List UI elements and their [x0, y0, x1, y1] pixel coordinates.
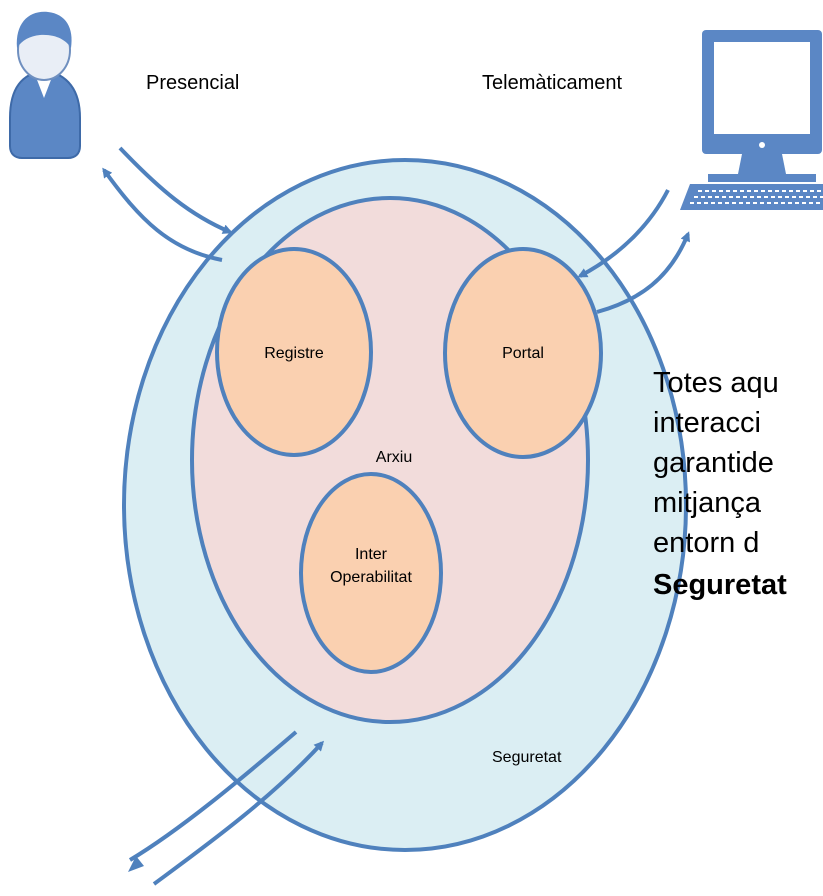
portal-module [443, 247, 603, 459]
arrow-presencial-out [102, 167, 223, 262]
arrow-bottom-in [128, 730, 298, 862]
arrow-bottom-head [128, 856, 144, 872]
presencial-label: Presencial [146, 72, 239, 94]
note-line-1: Totes aqu [653, 367, 779, 399]
interoperabilitat-module [299, 472, 443, 674]
interaction-arrows [102, 146, 690, 886]
note-bold-line: Seguretat [653, 569, 787, 601]
arrow-telematic-out [596, 231, 690, 314]
note-line-2: interacci [653, 407, 761, 439]
arxiu-label: Arxiu [376, 449, 412, 466]
telematicament-label: Telemàticament [482, 72, 623, 94]
operabilitat-label: Operabilitat [330, 569, 412, 586]
arrow-bottom-out [152, 740, 325, 886]
user-icon [9, 11, 81, 159]
portal-label: Portal [502, 345, 544, 362]
arrow-telematic-in [577, 189, 670, 278]
registre-module [215, 247, 373, 457]
note-line-5: entorn d [653, 527, 759, 559]
computer-icon [680, 30, 823, 210]
inter-label: Inter [355, 546, 388, 563]
note-line-3: garantide [653, 447, 774, 479]
registre-label: Registre [264, 345, 324, 362]
seguretat-label: Seguretat [492, 749, 562, 766]
note-line-4: mitjança [653, 487, 762, 519]
arrow-presencial-in [118, 146, 233, 234]
security-note: Totes aqu interacci garantide mitjança e… [653, 367, 787, 601]
